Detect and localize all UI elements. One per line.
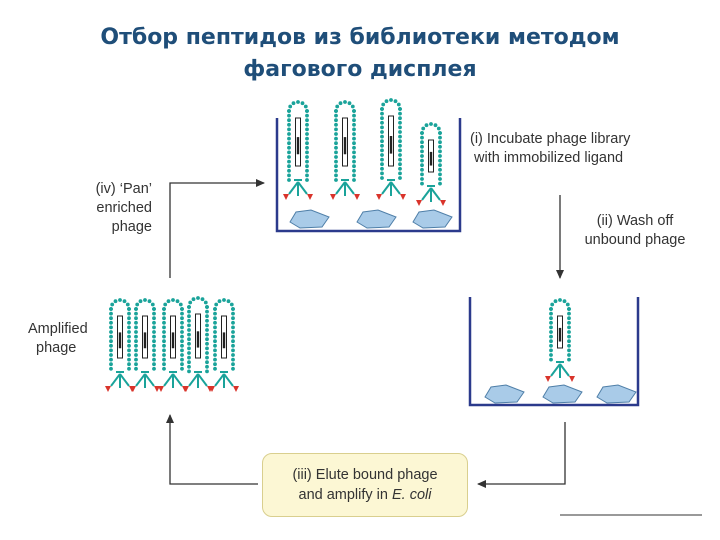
- step-iii-box: (iii) Elute bound phage and amplify in E…: [262, 453, 468, 517]
- ligand-group-wash: [484, 384, 637, 404]
- step-iv-line-2: enriched: [96, 200, 152, 216]
- ligand: [356, 209, 397, 229]
- phage: [283, 100, 313, 200]
- step-iii-line-2: and amplify in E. coli: [263, 485, 467, 505]
- page-title: Отбор пептидов из библиотеки методом фаг…: [60, 22, 660, 86]
- ligand: [542, 384, 583, 404]
- ligand: [289, 209, 330, 229]
- arrow-to-incubate: [169, 179, 265, 278]
- step-i-line-2: with immobilized ligand: [474, 150, 624, 166]
- step-iii-line-1: (iii) Elute bound phage: [292, 467, 438, 483]
- step-iv-line-3: phage: [111, 219, 152, 235]
- step-iv-line-1: (iv) ‘Pan’: [95, 181, 152, 197]
- phage: [158, 298, 188, 392]
- step-ii-label: (ii) Wash off unbound phage: [568, 212, 702, 250]
- phage: [330, 100, 360, 200]
- amplified-line-2: phage: [36, 340, 77, 356]
- ligand: [412, 209, 453, 229]
- phage: [416, 122, 446, 206]
- cycle-arrows: [166, 179, 566, 488]
- ligand-group-top: [289, 209, 453, 229]
- amplified-phage-label: Amplified phage: [28, 320, 88, 358]
- title-line-1: Отбор пептидов из библиотеки методом: [100, 25, 620, 50]
- ligand: [484, 384, 525, 404]
- step-iii-prefix: and amplify in: [298, 487, 392, 503]
- phage: [130, 298, 160, 392]
- phage: [105, 298, 135, 392]
- step-ii-line-2: unbound phage: [584, 232, 686, 248]
- phage: [545, 298, 575, 382]
- step-iii-organism: E. coli: [392, 487, 432, 503]
- phage: [209, 298, 239, 392]
- phage: [183, 296, 213, 392]
- amplified-line-1: Amplified: [28, 321, 88, 337]
- title-line-2: фагового дисплея: [243, 57, 477, 82]
- ligand: [596, 384, 637, 404]
- step-iv-label: (iv) ‘Pan’ enriched phage: [60, 180, 152, 237]
- step-i-label: (i) Incubate phage library with immobili…: [470, 130, 630, 168]
- arrow-to-elute: [477, 422, 566, 488]
- arrow-to-amplified: [166, 414, 258, 485]
- phage-particles: [105, 98, 575, 392]
- step-i-line-1: (i) Incubate phage library: [470, 131, 631, 147]
- step-ii-line-1: (ii) Wash off: [596, 213, 674, 229]
- phage: [376, 98, 406, 200]
- incubation-dish: [275, 118, 462, 233]
- wash-dish: [468, 297, 640, 407]
